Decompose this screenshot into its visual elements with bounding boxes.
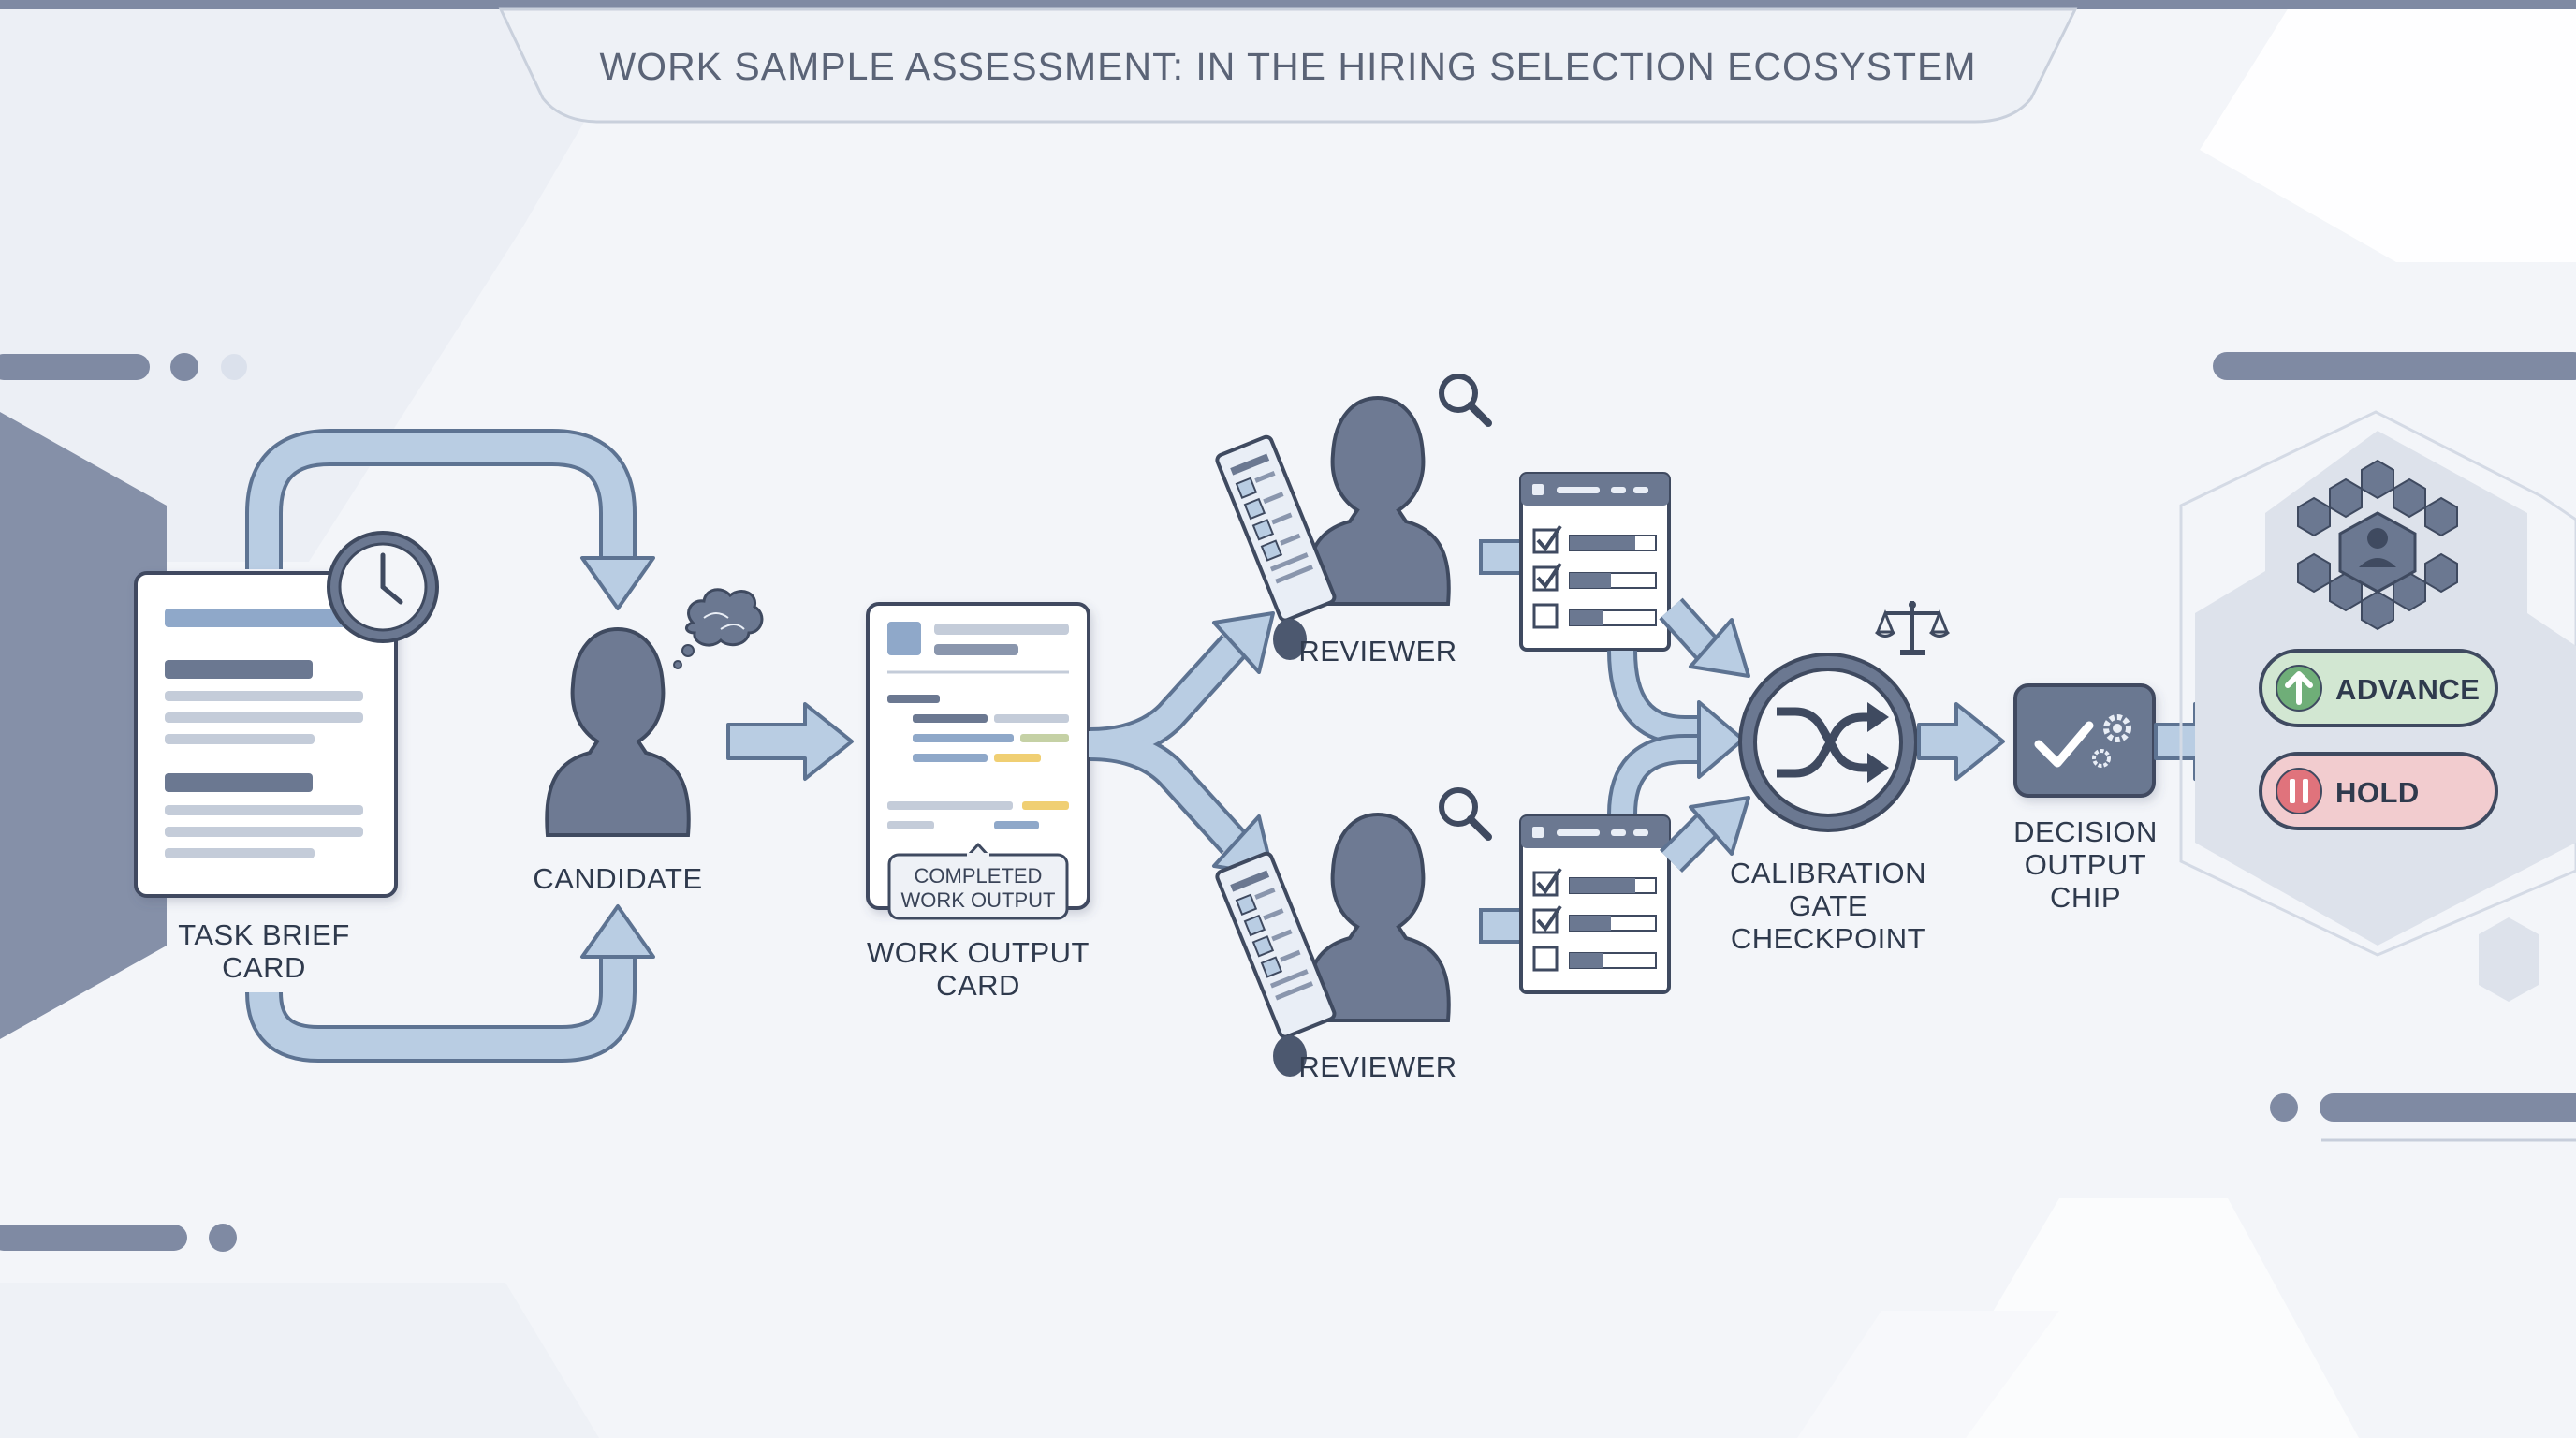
calibration-label-3: CHECKPOINT — [1731, 922, 1925, 955]
advance-outcome: ADVANCE — [2259, 649, 2498, 727]
rubric-checklist-bottom — [1519, 814, 1671, 994]
calibration-gate: CALIBRATION GATE CHECKPOINT — [1730, 601, 1951, 955]
decision-label-3: CHIP — [2050, 881, 2121, 914]
reviewer-bottom-label: REVIEWER — [1298, 1050, 1456, 1083]
arrow-to-checklist-bottom — [1479, 908, 1524, 944]
calibration-label: CALIBRATION — [1730, 857, 1926, 889]
candidate-label: CANDIDATE — [533, 862, 702, 895]
completed-badge: COMPLETED WORK OUTPUT — [887, 843, 1069, 920]
loop-arrow-bottom — [245, 904, 655, 1063]
calibration-label-2: GATE — [1789, 889, 1867, 922]
task-brief-card: TASK BRIEF CARD — [134, 531, 439, 984]
converging-arrows — [1607, 597, 1750, 873]
completed-badge-label-2: WORK OUTPUT — [901, 888, 1056, 912]
fork-arrows — [1088, 611, 1275, 877]
decision-label: DECISION — [2013, 815, 2158, 848]
candidate: CANDIDATE — [533, 588, 764, 895]
decision-label-2: OUTPUT — [2025, 848, 2146, 881]
work-output-label-2: CARD — [936, 969, 1020, 1002]
hold-label: HOLD — [2335, 776, 2420, 809]
rubric-checklist-top — [1519, 472, 1671, 652]
reviewer-top-label: REVIEWER — [1298, 635, 1456, 668]
arrow-gate-to-decision — [1917, 702, 2005, 781]
clock-icon — [327, 531, 439, 643]
check-gear-icon — [2034, 714, 2131, 768]
page-title: WORK SAMPLE ASSESSMENT: IN THE HIRING SE… — [599, 45, 1976, 88]
task-brief-label: TASK BRIEF — [178, 918, 350, 951]
up-arrow-icon — [2276, 665, 2322, 712]
work-output-label: WORK OUTPUT — [867, 936, 1090, 969]
hold-outcome: HOLD — [2259, 752, 2498, 830]
loop-arrow-top — [245, 429, 655, 610]
reviewer-bottom: REVIEWER — [1213, 790, 1488, 1083]
completed-badge-label: COMPLETED — [915, 864, 1043, 888]
advance-label: ADVANCE — [2335, 673, 2481, 706]
scales-icon — [1874, 601, 1951, 655]
pause-icon — [2276, 768, 2322, 814]
work-output-card: COMPLETED WORK OUTPUT WORK OUTPUT CARD — [866, 602, 1090, 1002]
shuffle-icon — [1777, 702, 1889, 783]
task-brief-label-2: CARD — [222, 951, 306, 984]
arrow-to-checklist-top — [1479, 539, 1524, 575]
title-banner: WORK SAMPLE ASSESSMENT: IN THE HIRING SE… — [498, 7, 2078, 124]
network-icon — [2297, 459, 2458, 631]
brain-icon — [673, 588, 764, 669]
reviewer-top: REVIEWER — [1213, 376, 1488, 668]
arrow-candidate-to-output — [726, 702, 854, 781]
decision-output-chip: DECISION OUTPUT CHIP — [2013, 683, 2158, 914]
